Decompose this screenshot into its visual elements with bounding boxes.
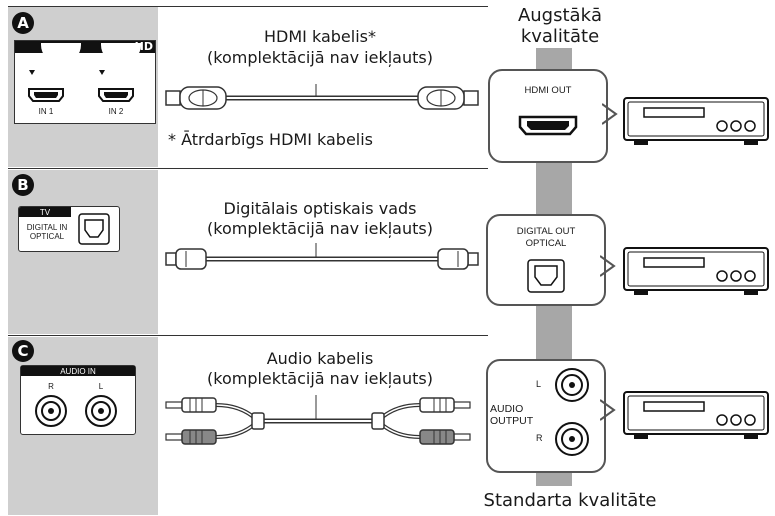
optical-cable-note: (komplektācijā nav iekļauts)	[207, 219, 433, 238]
tv-audio-header: AUDIO IN	[60, 367, 96, 376]
hdmi-footnote: * Ātrdarbīgs HDMI kabelis	[168, 130, 374, 149]
optical-in-port-icon	[78, 213, 110, 245]
tv-optical-label: DIGITAL IN OPTICAL	[26, 223, 68, 241]
divider-b-c	[8, 335, 488, 336]
arrow-to-amp-a	[602, 103, 618, 125]
device-audio-r: R	[536, 433, 543, 443]
av-amplifier-icon-a	[623, 97, 769, 145]
tv-optical-panel: TV DIGITAL IN OPTICAL	[18, 206, 120, 252]
tv-hdmi-panel: HD IN 1 IN 2	[14, 40, 156, 124]
tv-audio-l: L	[98, 382, 104, 391]
av-amplifier-icon-b	[623, 247, 769, 295]
tv-optical-header: TV	[39, 208, 51, 217]
av-amplifier-icon-c	[623, 391, 769, 439]
hdmi-cable-note: (komplektācijā nav iekļauts)	[207, 48, 433, 67]
tv-port-in2: IN 2	[108, 107, 124, 116]
section-c-marker: C	[12, 340, 34, 362]
section-a-marker: A	[12, 12, 34, 34]
hdmi-out-port-icon	[518, 115, 578, 136]
tv-audio-panel: AUDIO IN R L	[20, 365, 136, 435]
quality-high-label: Augstākā kvalitāte	[517, 5, 603, 47]
device-audio-panel: AUDIO OUTPUT L R	[486, 359, 606, 473]
device-hdmi-panel: HDMI OUT	[488, 69, 608, 163]
optical-out-port-icon	[527, 259, 565, 293]
optical-cable-icon	[165, 243, 479, 270]
arrow-to-amp-c	[600, 399, 616, 421]
hdmi-ports-icon	[28, 70, 134, 102]
device-port-hdmi-out: HDMI OUT	[524, 85, 572, 96]
audio-out-jacks-icon	[555, 368, 589, 456]
device-optical-panel: DIGITAL OUT OPTICAL	[486, 214, 606, 306]
quality-standard-label: Standarta kvalitāte	[483, 490, 657, 511]
hdmi-cable-title: HDMI kabelis*	[264, 27, 376, 46]
hdmi-cable-icon	[165, 84, 479, 110]
device-port-audio-output: AUDIO OUTPUT	[490, 403, 534, 427]
audio-cable-note: (komplektācijā nav iekļauts)	[207, 369, 433, 388]
device-port-digital-out: DIGITAL OUT OPTICAL	[516, 226, 576, 249]
audio-cable-title: Audio kabelis	[266, 349, 374, 368]
arrow-to-amp-b	[600, 255, 616, 277]
divider-a-b	[8, 168, 488, 169]
device-audio-l: L	[536, 379, 542, 389]
optical-cable-title: Digitālais optiskais vads	[223, 199, 417, 218]
section-b-marker: B	[12, 174, 34, 196]
tv-port-in1: IN 1	[38, 107, 54, 116]
tv-panel-b	[8, 170, 158, 334]
audio-cable-icon	[165, 395, 471, 445]
audio-in-jacks-icon	[35, 395, 117, 427]
top-rule	[8, 6, 488, 7]
tv-audio-r: R	[48, 382, 54, 391]
